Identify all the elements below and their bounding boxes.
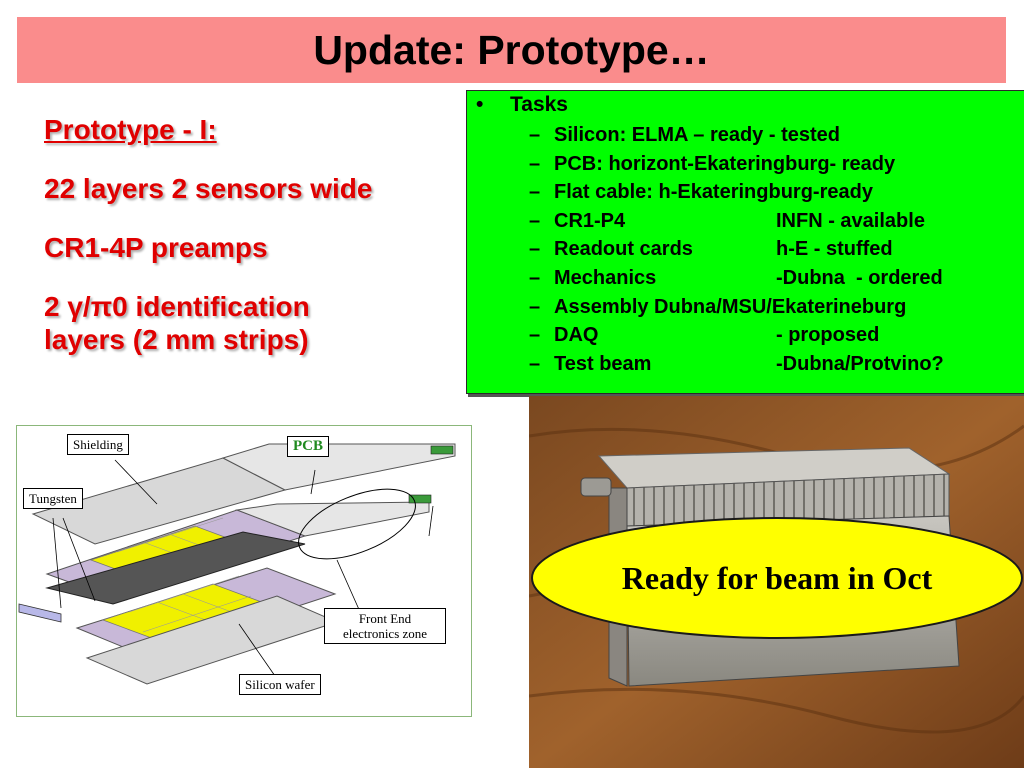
dash-icon: –: [529, 124, 541, 146]
task-name: PCB: horizont-Ekateringburg- ready: [554, 152, 896, 175]
front-end-label-line2: electronics zone: [342, 626, 428, 641]
pcb-tail-middle: [235, 501, 430, 537]
tasks-box: •Tasks –Silicon: ELMA – ready - tested –…: [466, 90, 1024, 394]
task-name: CR1-P4: [554, 209, 626, 232]
task-name: Mechanics: [554, 266, 657, 289]
sensor-grid-line: [182, 593, 238, 615]
task-status: - proposed: [776, 324, 880, 347]
slide-title: Update: Prototype…: [313, 27, 710, 73]
dash-icon: –: [529, 181, 541, 204]
module-pin: [580, 477, 612, 497]
leader-line: [62, 517, 96, 602]
task-status: INFN - available: [776, 209, 925, 232]
silicon-wafer-label: Silicon wafer: [239, 674, 321, 695]
task-name: DAQ: [554, 324, 599, 347]
prototype-summary: Prototype - I: 22 layers 2 sensors wide …: [44, 113, 464, 356]
task-name: Assembly Dubna/MSU/Ekaterineburg: [554, 295, 907, 318]
prototype-heading: Prototype - I:: [44, 114, 217, 145]
callout-ellipse: [531, 517, 1023, 639]
callout-text: Ready for beam in Oct: [621, 559, 933, 596]
callout-shape: [531, 517, 1023, 639]
task-item: –Assembly Dubna/MSU/Ekaterineburg: [529, 293, 944, 322]
tasks-heading: • Tasks: [476, 93, 568, 117]
ready-callout: Ready for beam in Oct: [530, 516, 1024, 640]
tungsten-plate: [45, 531, 306, 605]
task-item: –CR1-P4 INFN - available: [529, 207, 944, 236]
task-name: Flat cable: h-Ekateringburg-ready: [554, 181, 873, 204]
dash-icon: –: [529, 352, 541, 375]
shielding-label: Shielding: [67, 434, 129, 455]
tasks-heading-label: Tasks: [510, 93, 568, 116]
front-end-zone-outline: [298, 488, 416, 560]
diagram-drawing: [18, 443, 456, 685]
task-item: –Flat cable: h-Ekateringburg-ready: [529, 178, 944, 207]
front-end-label-line1: Front End: [358, 611, 412, 626]
task-item: –Test beam -Dubna/Protvino?: [529, 350, 944, 379]
sensor-grid-line: [116, 517, 224, 553]
leader-line: [310, 469, 316, 495]
connector-middle: [408, 494, 432, 504]
connector-top: [430, 445, 454, 455]
tungsten-label: Tungsten: [23, 488, 83, 509]
exploded-diagram: Shielding PCB Tungsten Front End electro…: [16, 425, 472, 717]
pcb-label: PCB: [287, 436, 329, 457]
layers-line: 22 layers 2 sensors wide: [44, 173, 373, 204]
preamps-line: CR1-4P preamps: [44, 232, 268, 263]
task-name: Test beam: [554, 352, 652, 375]
task-name: Readout cards: [554, 238, 693, 261]
leader-line: [428, 505, 434, 537]
task-item: –PCB: horizont-Ekateringburg- ready: [529, 150, 944, 179]
sensor-grid-line: [142, 595, 252, 633]
bullet-icon: •: [476, 93, 484, 116]
leader-line: [238, 623, 276, 677]
sensor-grid-line: [156, 601, 212, 623]
task-status: h-E - stuffed: [776, 238, 893, 261]
pcb-tail-top: [221, 443, 456, 491]
dash-icon: –: [529, 238, 541, 261]
task-list: –Silicon: ELMA – ready - tested –PCB: ho…: [529, 121, 944, 378]
task-item: –DAQ - proposed: [529, 321, 944, 350]
task-item: –Mechanics -Dubna - ordered: [529, 264, 944, 293]
dash-icon: –: [529, 152, 541, 175]
task-name: Silicon: ELMA – ready - tested: [554, 124, 840, 146]
tungsten-bar: [18, 603, 62, 623]
task-status: -Dubna/Protvino?: [776, 352, 944, 375]
dash-icon: –: [529, 266, 541, 289]
leader-line: [114, 459, 158, 505]
leader-line: [52, 517, 62, 609]
dash-icon: –: [529, 324, 541, 347]
task-item: –Readout cards h-E - stuffed: [529, 235, 944, 264]
leader-line: [336, 559, 362, 615]
front-end-label: Front End electronics zone: [324, 608, 446, 644]
identification-line: 2 γ/π0 identification: [44, 291, 310, 322]
sensor-grid-line: [128, 575, 240, 613]
dash-icon: –: [529, 209, 541, 232]
title-bar: Update: Prototype…: [17, 17, 1006, 83]
task-item: –Silicon: ELMA – ready - tested: [529, 121, 944, 150]
strips-line: layers (2 mm strips): [44, 324, 309, 355]
task-status: -Dubna - ordered: [776, 266, 943, 289]
dash-icon: –: [529, 295, 541, 318]
